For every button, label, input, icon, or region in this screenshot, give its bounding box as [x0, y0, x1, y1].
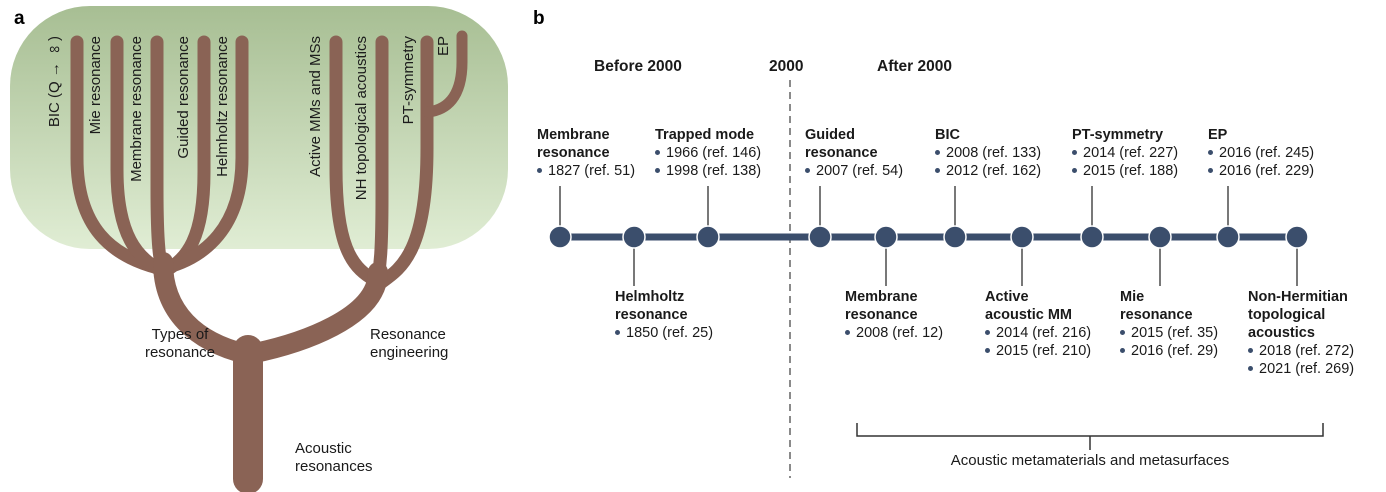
timeline-dot: [1148, 225, 1172, 249]
bullet-icon: [1120, 330, 1125, 335]
timeline-dot: [696, 225, 720, 249]
timeline-dot: [1080, 225, 1104, 249]
entry-event: 2021 (ref. 269): [1248, 360, 1354, 378]
bullet-icon: [1248, 366, 1253, 371]
entry-event: 1966 (ref. 146): [655, 144, 761, 162]
bullet-icon: [805, 168, 810, 173]
timeline-dot: [622, 225, 646, 249]
timeline-entry-helmholtz: Helmholtz resonance 1850 (ref. 25): [615, 288, 713, 342]
panel-a-label: a: [14, 8, 25, 29]
timeline-dot: [548, 225, 572, 249]
entry-title: Active acoustic MM: [985, 289, 1073, 323]
entry-event: 2008 (ref. 133): [935, 144, 1041, 162]
timeline-dot: [1010, 225, 1034, 249]
metamaterials-bracket: [856, 423, 1324, 450]
entry-event: 1827 (ref. 51): [537, 162, 635, 180]
entry-title: Mie resonance: [1120, 289, 1193, 323]
tree-branch: [158, 35, 249, 275]
bullet-icon: [985, 330, 990, 335]
entry-title: Membrane resonance: [845, 289, 918, 323]
entry-event: 2015 (ref. 210): [985, 342, 1091, 360]
era-before-2000-label: Before 2000: [594, 58, 682, 75]
entry-event: 2012 (ref. 162): [935, 162, 1041, 180]
connectors-below: [633, 243, 1298, 286]
tree-branch: [329, 35, 378, 285]
bullet-icon: [537, 168, 542, 173]
tree-branch: [110, 35, 167, 277]
entry-title: BIC: [935, 127, 960, 143]
panel-b-label: b: [533, 8, 545, 29]
timeline-dot: [874, 225, 898, 249]
timeline-dot: [808, 225, 832, 249]
bullet-icon: [1248, 348, 1253, 353]
bullet-icon: [655, 168, 660, 173]
entry-title: Guided resonance: [805, 127, 878, 161]
entry-event: 2008 (ref. 12): [845, 324, 943, 342]
timeline-dot: [943, 225, 967, 249]
timeline-dot: [1285, 225, 1309, 249]
timeline-entry-membrane-1827: Membrane resonance 1827 (ref. 51): [537, 126, 635, 180]
timeline-entry-nh-topological: Non-Hermitian topological acoustics 2018…: [1248, 288, 1354, 378]
timeline-entry-active-mm: Active acoustic MM 2014 (ref. 216) 2015 …: [985, 288, 1091, 360]
entry-title: Helmholtz resonance: [615, 289, 688, 323]
entry-event: 2016 (ref. 29): [1120, 342, 1218, 360]
entry-title: Trapped mode: [655, 127, 755, 143]
timeline-entry-pt-symmetry: PT-symmetry 2014 (ref. 227) 2015 (ref. 1…: [1072, 126, 1178, 180]
bullet-icon: [615, 330, 620, 335]
entry-event: 2016 (ref. 229): [1208, 162, 1314, 180]
bullet-icon: [845, 330, 850, 335]
bullet-icon: [1072, 150, 1077, 155]
entry-event: 1998 (ref. 138): [655, 162, 761, 180]
bullet-icon: [1208, 150, 1213, 155]
timeline-entry-bic: BIC 2008 (ref. 133) 2012 (ref. 162): [935, 126, 1041, 180]
entry-title: PT-symmetry: [1072, 127, 1164, 143]
resonance-tree-svg: [10, 6, 508, 492]
entry-event: 2018 (ref. 272): [1248, 342, 1354, 360]
bullet-icon: [655, 150, 660, 155]
tree-branch: [375, 35, 434, 289]
tree-limb-left: [153, 252, 256, 364]
tree-branch-ep: [422, 30, 468, 118]
entry-event: 2015 (ref. 35): [1120, 324, 1218, 342]
entry-event: 2007 (ref. 54): [805, 162, 903, 180]
timeline-entry-membrane-2008: Membrane resonance 2008 (ref. 12): [845, 288, 943, 342]
bullet-icon: [1072, 168, 1077, 173]
types-of-resonance-label: Types of resonance: [144, 326, 216, 361]
tree-branches: [70, 30, 468, 492]
entry-event: 2014 (ref. 227): [1072, 144, 1178, 162]
timeline-entry-mie: Mie resonance 2015 (ref. 35) 2016 (ref. …: [1120, 288, 1218, 360]
resonance-engineering-label: Resonance engineering: [370, 326, 449, 361]
era-after-2000-label: After 2000: [877, 58, 952, 75]
metamaterials-bracket-label: Acoustic metamaterials and metasurfaces: [950, 452, 1230, 469]
entry-title: Non-Hermitian topological acoustics: [1248, 289, 1348, 341]
timeline-entry-guided-resonance: Guided resonance 2007 (ref. 54): [805, 126, 903, 180]
era-2000-label: 2000: [769, 58, 804, 75]
bullet-icon: [935, 168, 940, 173]
entry-event: 1850 (ref. 25): [615, 324, 713, 342]
timeline-entry-ep: EP 2016 (ref. 245) 2016 (ref. 229): [1208, 126, 1314, 180]
entry-event: 2015 (ref. 188): [1072, 162, 1178, 180]
bullet-icon: [1120, 348, 1125, 353]
bullet-icon: [935, 150, 940, 155]
acoustic-resonances-label: Acoustic resonances: [295, 440, 373, 475]
timeline-dot: [1216, 225, 1240, 249]
timeline-entry-trapped-mode: Trapped mode 1966 (ref. 146) 1998 (ref. …: [655, 126, 761, 180]
bullet-icon: [1208, 168, 1213, 173]
entry-event: 2014 (ref. 216): [985, 324, 1091, 342]
tree-limb-right: [240, 262, 388, 364]
entry-title: EP: [1208, 127, 1228, 143]
entry-title: Membrane resonance: [537, 127, 610, 161]
connectors-above: [559, 186, 1229, 231]
entry-event: 2016 (ref. 245): [1208, 144, 1314, 162]
bullet-icon: [985, 348, 990, 353]
timeline-dots: [548, 225, 1309, 249]
